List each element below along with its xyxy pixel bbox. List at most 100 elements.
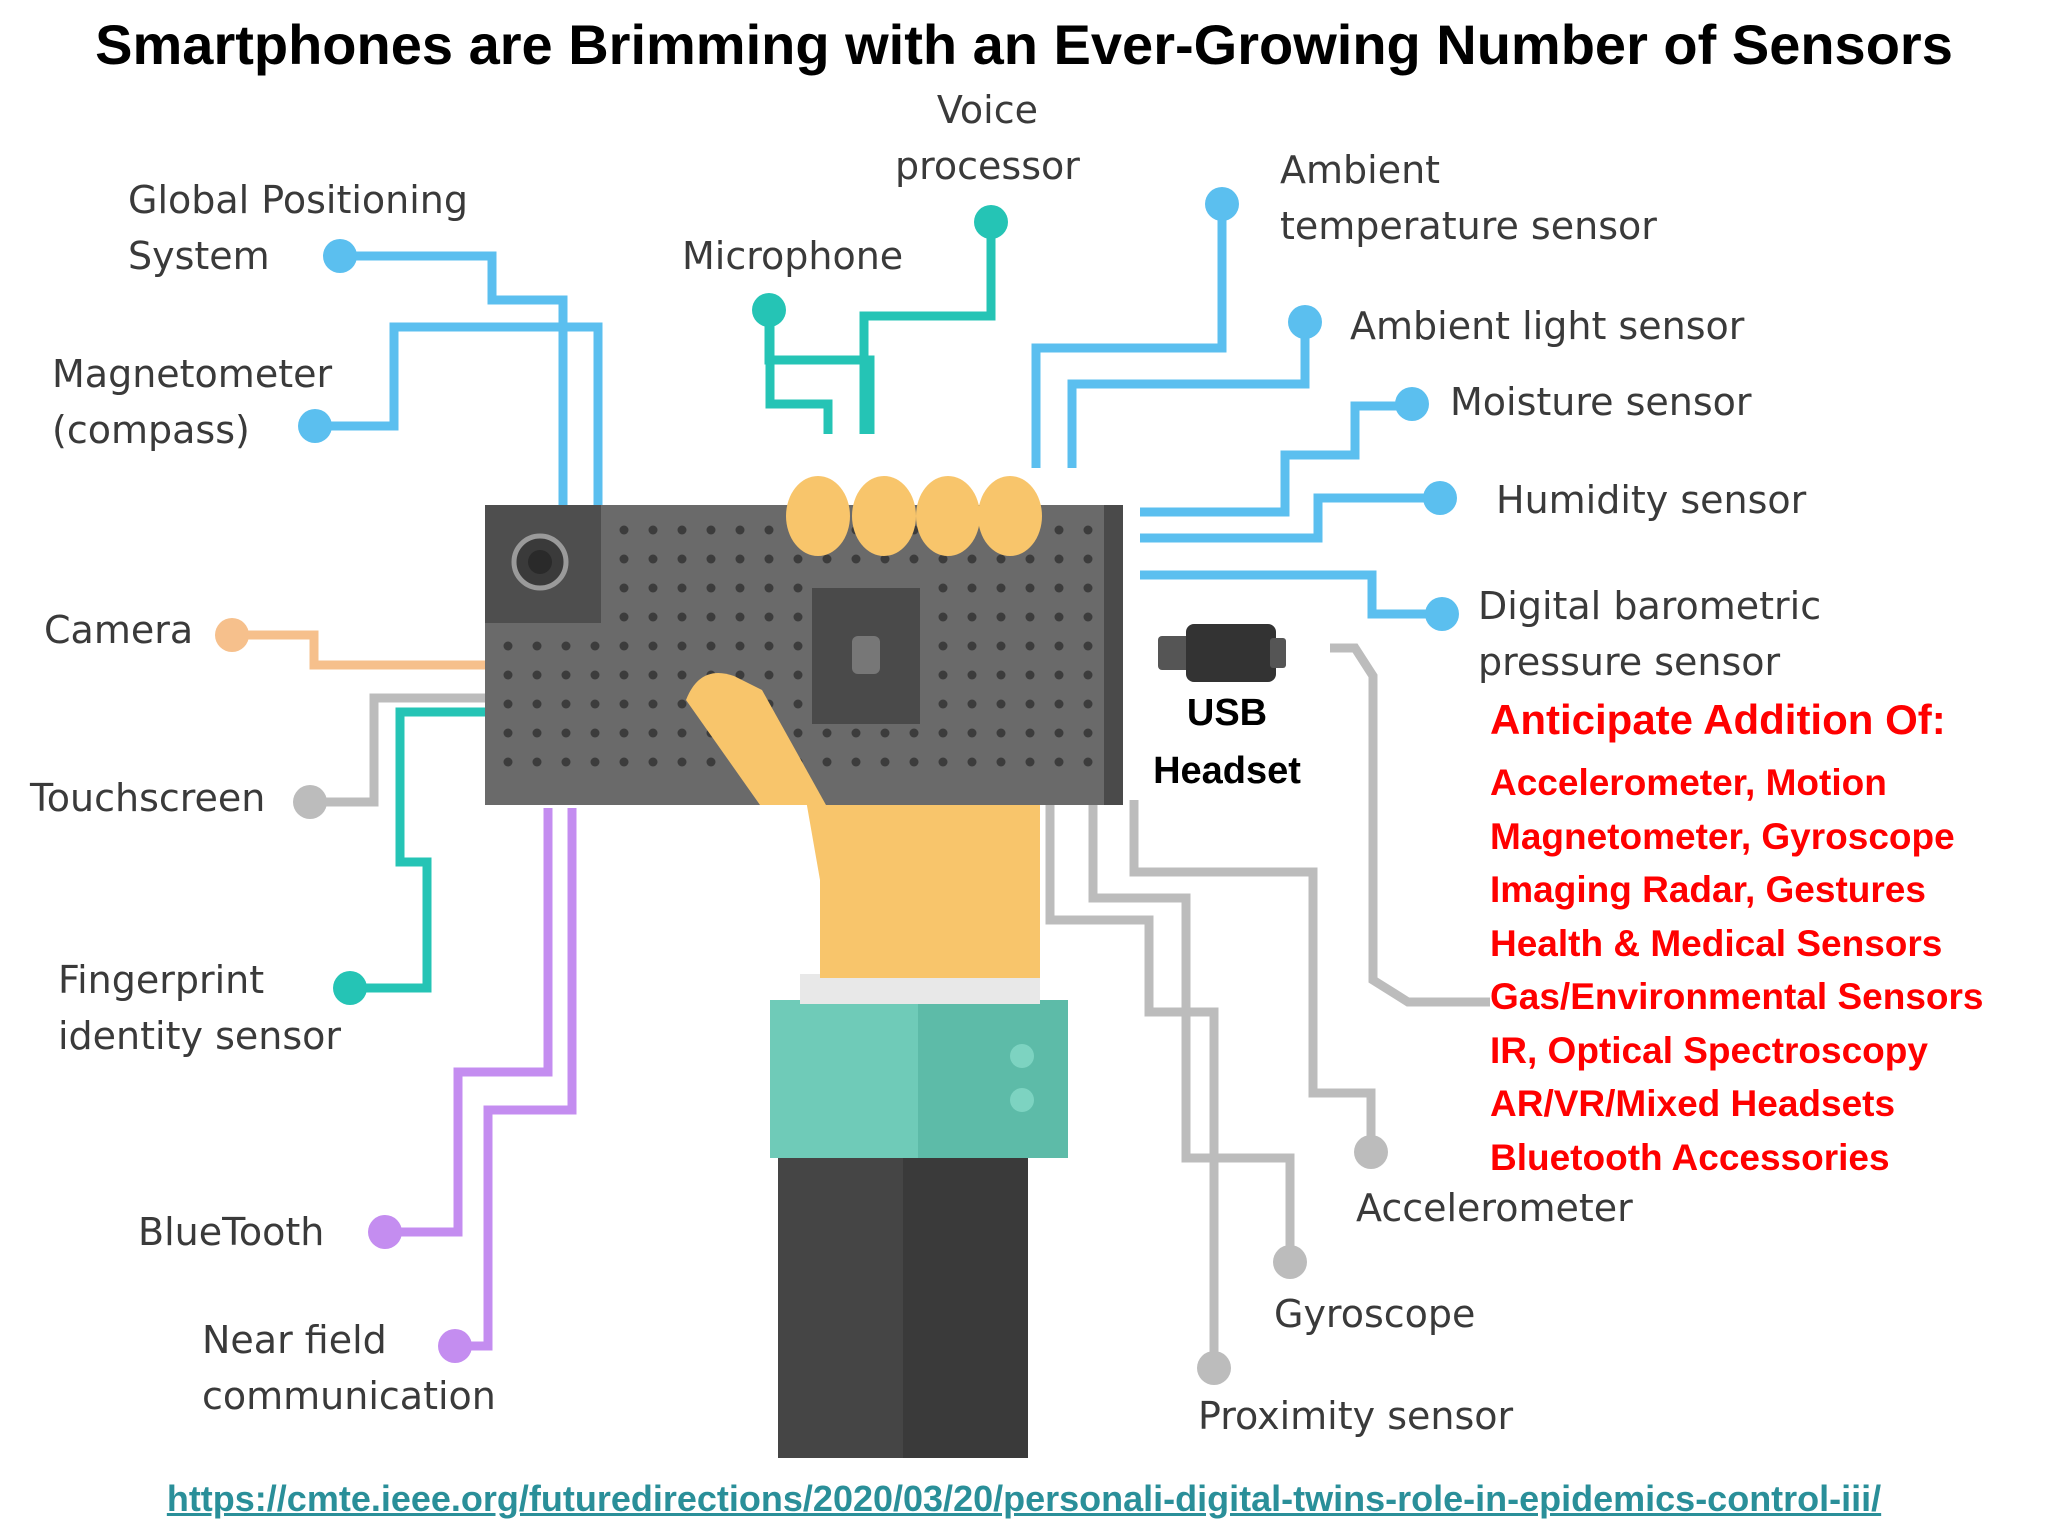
phone-dot xyxy=(938,670,948,680)
phone-dot xyxy=(532,757,542,767)
phone-dot xyxy=(735,583,745,593)
label-ambient-temperature: Ambient temperature sensor xyxy=(1280,148,1657,248)
phone-dot xyxy=(619,554,629,564)
phone-dot xyxy=(967,641,977,651)
phone-dot xyxy=(996,757,1006,767)
phone-dot xyxy=(793,641,803,651)
phone-dot xyxy=(793,728,803,738)
phone-dot xyxy=(793,554,803,564)
purple-dots xyxy=(368,1215,472,1363)
phone-dot xyxy=(561,728,571,738)
phone-dot xyxy=(1054,641,1064,651)
phone-dot xyxy=(938,583,948,593)
phone-dot xyxy=(648,728,658,738)
phone-dot xyxy=(793,583,803,593)
phone-dot xyxy=(909,554,919,564)
phone-dot xyxy=(590,728,600,738)
phone-dot xyxy=(967,728,977,738)
phone-dot xyxy=(590,670,600,680)
phone-dots xyxy=(503,525,1093,767)
label-ambient-light: Ambient light sensor xyxy=(1350,304,1745,348)
list-item: AR/VR/Mixed Headsets xyxy=(1490,1083,1896,1124)
phone-dot xyxy=(996,728,1006,738)
label-near-field: Near field communication xyxy=(202,1318,496,1418)
phone-dot xyxy=(793,670,803,680)
phone-dot xyxy=(561,641,571,651)
phone-dot xyxy=(909,757,919,767)
phone-dot xyxy=(677,612,687,622)
phone-dot xyxy=(619,583,629,593)
phone-dot xyxy=(648,641,658,651)
label-humidity: Humidity sensor xyxy=(1496,478,1807,522)
label-digital-barometric: Digital barometric pressure sensor xyxy=(1478,584,1822,684)
phone-dot xyxy=(619,670,629,680)
phone-dot xyxy=(967,757,977,767)
label-bluetooth: BlueTooth xyxy=(138,1210,325,1254)
phone-dot xyxy=(648,583,658,593)
phone-dot xyxy=(619,699,629,709)
phone-dot xyxy=(735,670,745,680)
phone-dot xyxy=(938,612,948,622)
phone-dot xyxy=(677,641,687,651)
phone-dot xyxy=(735,641,745,651)
phone-dot xyxy=(1025,728,1035,738)
teal-connectors xyxy=(350,226,996,993)
phone-dot xyxy=(764,583,774,593)
phone-dot xyxy=(1083,699,1093,709)
phone-dot xyxy=(1025,670,1035,680)
anticipate-list: Accelerometer, Motion Magnetometer, Gyro… xyxy=(1490,756,1984,1184)
phone-dot xyxy=(1025,554,1035,564)
list-item: Health & Medical Sensors xyxy=(1490,922,1943,964)
phone-dot xyxy=(561,699,571,709)
teal-dots xyxy=(333,205,1008,1005)
phone-dot xyxy=(967,612,977,622)
phone-dot xyxy=(706,641,716,651)
phone-dot xyxy=(1025,583,1035,593)
phone-dot xyxy=(706,757,716,767)
phone-dot xyxy=(706,554,716,564)
gray-dots xyxy=(293,785,1388,1385)
phone-dot xyxy=(503,641,513,651)
list-item: Imaging Radar, Gestures xyxy=(1490,869,1926,910)
phone-dot xyxy=(677,757,687,767)
phone-dot xyxy=(1054,612,1064,622)
phone-dot xyxy=(677,554,687,564)
phone-dot xyxy=(706,583,716,593)
phone-dot xyxy=(532,670,542,680)
phone-dot xyxy=(967,699,977,709)
phone-dot xyxy=(648,757,658,767)
blue-dots xyxy=(298,187,1459,631)
arm-dark-shade xyxy=(903,1150,1028,1458)
phone-dot xyxy=(764,525,774,535)
phone-dot xyxy=(677,525,687,535)
label-microphone: Microphone xyxy=(682,234,904,278)
blue-connectors xyxy=(315,208,1442,619)
gray-connectors xyxy=(310,643,1490,1368)
hand-thumb xyxy=(686,673,826,805)
label-gyroscope: Gyroscope xyxy=(1274,1292,1476,1336)
hand-fingers xyxy=(786,476,1042,556)
phone-dot xyxy=(1025,612,1035,622)
anticipate-heading: Anticipate Addition Of: xyxy=(1490,696,1946,743)
phone-dot xyxy=(677,583,687,593)
phone-dot xyxy=(532,699,542,709)
phone-dot xyxy=(1083,670,1093,680)
phone-dot xyxy=(851,554,861,564)
phone-dot xyxy=(735,554,745,564)
phone-dot xyxy=(880,757,890,767)
phone-dot xyxy=(648,554,658,564)
list-item: IR, Optical Spectroscopy xyxy=(1490,1029,1928,1071)
phone-dot xyxy=(1083,525,1093,535)
phone-dot xyxy=(996,699,1006,709)
label-magnetometer: Magnetometer (compass) xyxy=(52,352,333,452)
phone-dot xyxy=(677,728,687,738)
phone-dot xyxy=(1083,583,1093,593)
phone-dot xyxy=(967,554,977,564)
phone-dot xyxy=(677,699,687,709)
phone-dot xyxy=(590,757,600,767)
phone-dot xyxy=(619,612,629,622)
purple-connectors xyxy=(385,808,577,1351)
source-link[interactable]: https://cmte.ieee.org/futuredirections/2… xyxy=(166,1478,1882,1519)
phone-dot xyxy=(1083,612,1093,622)
